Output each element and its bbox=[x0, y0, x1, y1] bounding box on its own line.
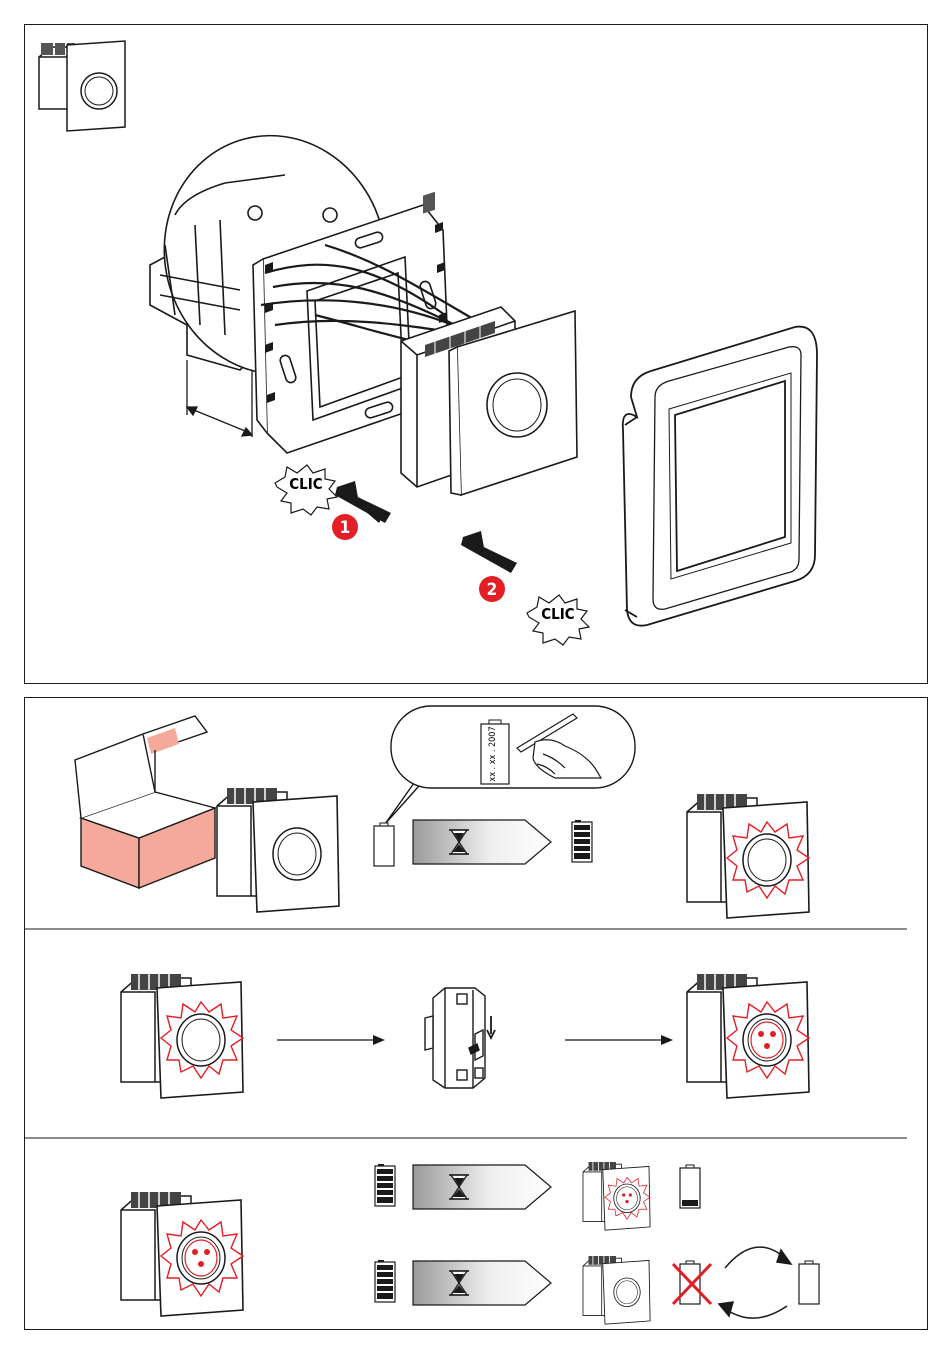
battery-icon bbox=[375, 1260, 395, 1302]
battery-icon bbox=[375, 1164, 395, 1206]
battery-icon bbox=[572, 820, 592, 862]
battery-label-bubble: xx . xx . 2007 bbox=[385, 706, 635, 824]
depth-dimension-icon bbox=[187, 360, 252, 437]
battery-icon bbox=[374, 823, 394, 866]
swap-arrows-icon bbox=[719, 1247, 791, 1318]
arrow-icon bbox=[461, 531, 517, 573]
circuit-breaker-icon bbox=[425, 988, 495, 1088]
hourglass-progress-icon bbox=[413, 820, 551, 864]
battery-low-icon bbox=[680, 1165, 700, 1208]
device-icon bbox=[217, 788, 339, 912]
device-flashing-icon bbox=[121, 1192, 243, 1316]
installation-diagram: CLIC CLIC 1 2 bbox=[25, 25, 929, 685]
arrow-icon bbox=[565, 1035, 673, 1045]
step-1-label: 1 bbox=[340, 518, 351, 538]
device-flashing-icon bbox=[583, 1162, 650, 1230]
battery-icon bbox=[799, 1261, 819, 1304]
device-flashing-icon bbox=[687, 794, 809, 918]
battery-diagram: xx . xx . 2007 bbox=[25, 698, 929, 1331]
clic-label-1: CLIC bbox=[289, 475, 323, 493]
cover-plate-icon bbox=[623, 327, 817, 626]
device-flashing-icon bbox=[687, 974, 809, 1098]
device-thumbnail-icon bbox=[39, 41, 125, 131]
battery-date-label: xx . xx . 2007 bbox=[488, 726, 498, 781]
clic-label-2: CLIC bbox=[541, 605, 575, 623]
battery-panel: xx . xx . 2007 bbox=[24, 697, 928, 1330]
clic-burst-2: CLIC bbox=[527, 595, 589, 645]
step-1-badge: 1 bbox=[332, 514, 358, 540]
device-icon bbox=[583, 1256, 650, 1324]
hourglass-progress-icon bbox=[413, 1261, 551, 1305]
battery-removed-icon bbox=[673, 1261, 711, 1304]
hourglass-progress-icon bbox=[413, 1165, 551, 1209]
box-icon bbox=[75, 716, 215, 888]
arrow-icon bbox=[277, 1035, 385, 1045]
clic-burst-1: CLIC bbox=[275, 465, 337, 515]
step-2-badge: 2 bbox=[479, 576, 505, 602]
device-flashing-icon bbox=[121, 974, 243, 1098]
step-2-label: 2 bbox=[487, 580, 498, 600]
installation-panel: CLIC CLIC 1 2 bbox=[24, 24, 928, 684]
